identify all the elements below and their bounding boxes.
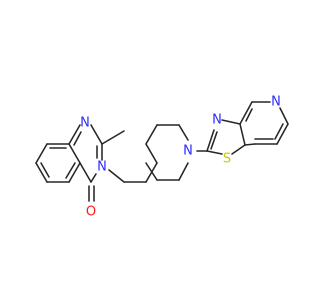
bond [279,107,289,125]
bond [90,173,97,183]
bond [178,162,189,181]
atom-label-o-carbonyl: O [86,205,96,220]
atom-label-n-quinazoline-1: N [80,116,90,131]
bond [276,123,289,145]
bond [145,162,158,181]
bond [68,143,81,164]
aromatic-inner-bond [210,131,218,150]
aromatic-inner-bond [40,162,50,178]
bond [101,130,125,145]
quinazolinone-ring-system [35,124,125,202]
bond [79,162,92,183]
aromatic-inner-bond [274,123,284,140]
atom-label-n-piperidine: N [183,144,193,159]
bond [145,124,158,145]
bond [145,143,158,164]
bond [206,150,223,155]
atom-label-s-thiazole: S [223,152,231,167]
atom-labels: N N O N N S N [80,95,281,220]
aromatic-inner-bond [73,131,82,146]
bond [90,124,103,145]
bond [35,143,48,164]
atom-label-n-pyridine: N [271,95,281,110]
aromatic-inner-bond [245,108,253,122]
atom-label-n-thiazole: N [212,113,222,128]
bond [68,162,81,183]
bond [206,129,215,152]
bond [108,169,125,183]
bond [244,143,256,146]
chemical-structure-diagram: N N O N N S N [35,94,289,220]
bond [35,162,48,183]
thiazolopyridine-ring-system [196,101,289,155]
bond [239,123,246,146]
aromatic-inner-bond [65,162,76,179]
bond [178,124,189,141]
bond [231,144,246,155]
atom-label-n-quinazoline-3: N [97,160,107,175]
bond [221,119,241,125]
linker-and-piperidine [108,124,189,183]
bond [68,124,81,145]
bond [239,101,253,125]
